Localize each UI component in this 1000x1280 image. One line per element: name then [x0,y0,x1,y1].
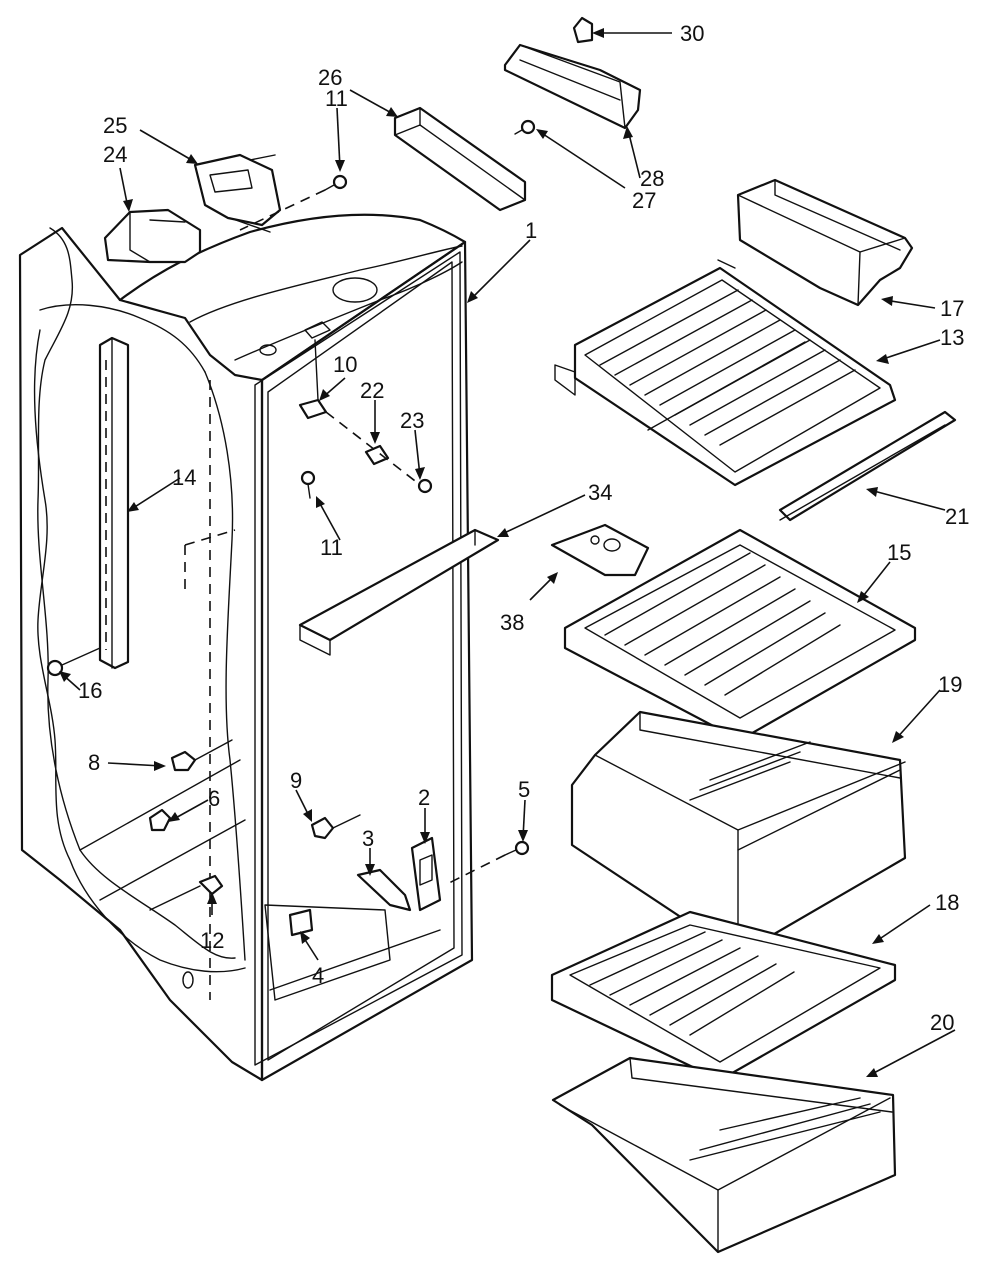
label-part-30: 30 [680,21,704,46]
label-part-38: 38 [500,610,524,635]
label-part-19: 19 [938,672,962,697]
label-part-28: 28 [640,166,664,191]
label-part-5: 5 [518,777,530,802]
part-21-trim [778,410,957,522]
part-26-top-rail [393,106,527,212]
label-part-24: 24 [103,142,127,167]
part-2-hinge [410,836,442,912]
label-part-10: 10 [333,352,357,377]
part-11-screw-top [239,174,348,231]
part-3-bracket [356,868,412,912]
label-part-3: 3 [362,826,374,851]
part-22-clip [364,444,390,466]
part-17-bin [736,178,914,307]
part-12-screw [149,874,224,911]
label-part-9: 9 [290,768,302,793]
label-part-13: 13 [940,325,964,350]
label-part-6: 6 [208,786,220,811]
label-part-34: 34 [588,480,612,505]
label-part-11-top: 11 [325,86,348,111]
label-part-17: 17 [940,296,964,321]
part-19-crisper-drawer [570,710,907,957]
part-18-drawer-cover [550,910,897,1082]
label-part-12: 12 [200,928,224,953]
label-part-8: 8 [88,750,100,775]
label-part-23: 23 [400,408,424,433]
label-part-11-mid: 11 [320,535,343,560]
part-4-switch [288,908,314,937]
label-part-20: 20 [930,1010,954,1035]
label-part-2: 2 [418,785,430,810]
part-5-screw [444,840,530,886]
part-16-screw [46,647,101,677]
part-20-drawer [551,1056,897,1254]
label-part-21: 21 [945,504,969,529]
label-part-27: 27 [632,188,656,213]
part-25-light-shield [193,153,282,233]
part-30-clip [572,16,594,44]
part-13-wire-shelf [554,259,897,487]
label-part-14: 14 [172,465,196,490]
label-part-4: 4 [312,963,324,988]
part-8-fastener [170,739,233,772]
label-part-16: 16 [78,678,102,703]
label-part-22: 22 [360,378,384,403]
label-part-18: 18 [935,890,959,915]
part-15-glass-shelf [563,528,917,742]
part-23-screw [325,411,433,494]
part-38-cover [550,523,650,577]
part-14-shelf-ladder [98,336,130,670]
part-9-fastener [310,814,361,840]
label-part-1: 1 [525,218,537,243]
cabinet-liner [18,213,474,1082]
part-28-bracket [503,43,642,130]
part-27-screw [514,119,536,135]
part-6-clip [148,808,172,832]
part-11-screw-mid [300,470,316,499]
label-part-26: 26 [318,65,342,90]
label-part-25: 25 [103,113,127,138]
part-24-light-socket [103,208,202,264]
label-part-15: 15 [887,540,911,565]
leader-lines [59,28,956,1077]
part-34-rail [298,528,500,656]
part-labels: 30 26 11 25 24 28 27 1 17 13 10 22 23 14… [78,21,969,1035]
